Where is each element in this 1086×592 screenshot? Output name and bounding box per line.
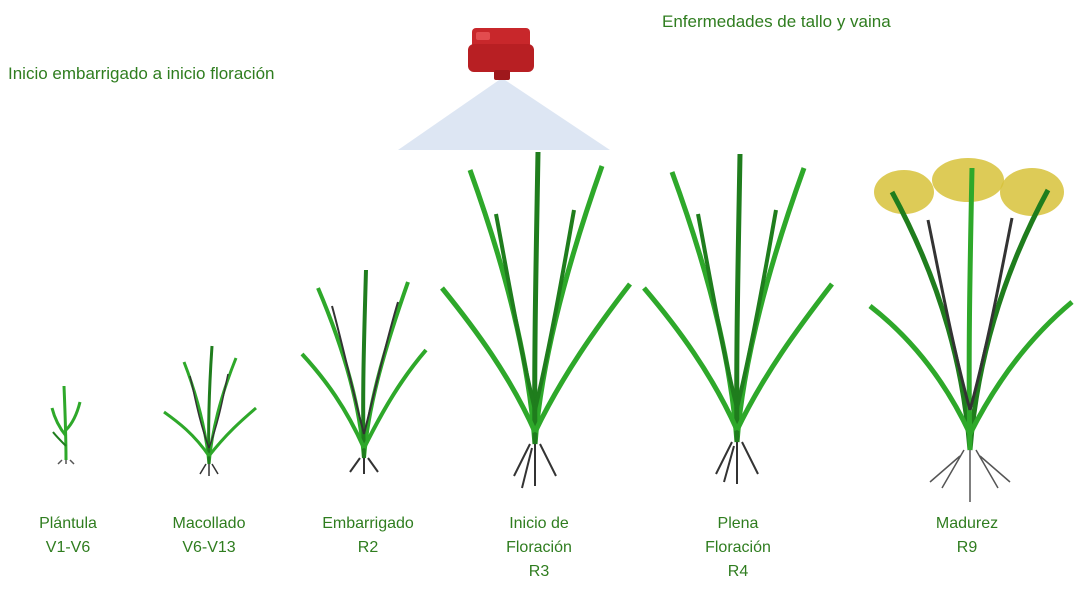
- nozzle-tip: [494, 70, 510, 80]
- stage-label-line: R2: [357, 539, 379, 556]
- stage-label-line: V1-V6: [45, 539, 91, 556]
- stage-label-line: Floración: [705, 539, 771, 556]
- grain-cluster-right: [1000, 168, 1064, 216]
- stage-label-line: Floración: [506, 539, 572, 556]
- stage-label-line: Macollado: [172, 515, 246, 532]
- stage-label-line: Inicio de: [509, 515, 569, 532]
- plant-madurez-illustration: [868, 158, 1074, 502]
- plant-plantula-illustration: [50, 385, 82, 465]
- grain-cluster-center: [932, 158, 1004, 202]
- stage-range-heading: Inicio embarrigado a inicio floración: [8, 64, 275, 83]
- stage-label-line: Madurez: [935, 515, 999, 532]
- nozzle-body: [468, 44, 534, 72]
- plant-plena-floracion-illustration: [642, 153, 834, 484]
- spray-nozzle-illustration: [394, 18, 614, 154]
- stage-label-plena-floracion: Plena Floración R4: [663, 512, 813, 584]
- nozzle-highlight: [476, 32, 490, 40]
- plant-macollado-illustration: [163, 345, 257, 476]
- disease-heading: Enfermedades de tallo y vaina: [662, 12, 891, 31]
- stage-label-line: Plántula: [39, 515, 97, 532]
- stage-label-macollado: Macollado V6-V13: [134, 512, 284, 560]
- stage-label-embarrigado: Embarrigado R2: [293, 512, 443, 560]
- stage-label-line: R3: [528, 563, 550, 580]
- spray-nozzle-icon: [398, 28, 610, 150]
- stage-label-line: Embarrigado: [322, 515, 414, 532]
- stage-label-line: R9: [956, 539, 978, 556]
- grain-cluster-left: [874, 170, 934, 214]
- spray-cone: [398, 78, 610, 150]
- plant-embarrigado-illustration: [300, 269, 428, 474]
- stage-label-madurez: Madurez R9: [892, 512, 1042, 560]
- stage-label-plantula: Plántula V1-V6: [0, 512, 143, 560]
- plant-inicio-floracion-illustration: [440, 151, 632, 489]
- stage-label-line: Plena: [717, 515, 759, 532]
- stage-label-inicio-floracion: Inicio de Floración R3: [464, 512, 614, 584]
- stage-label-line: R4: [727, 563, 749, 580]
- stage-label-line: V6-V13: [182, 539, 236, 556]
